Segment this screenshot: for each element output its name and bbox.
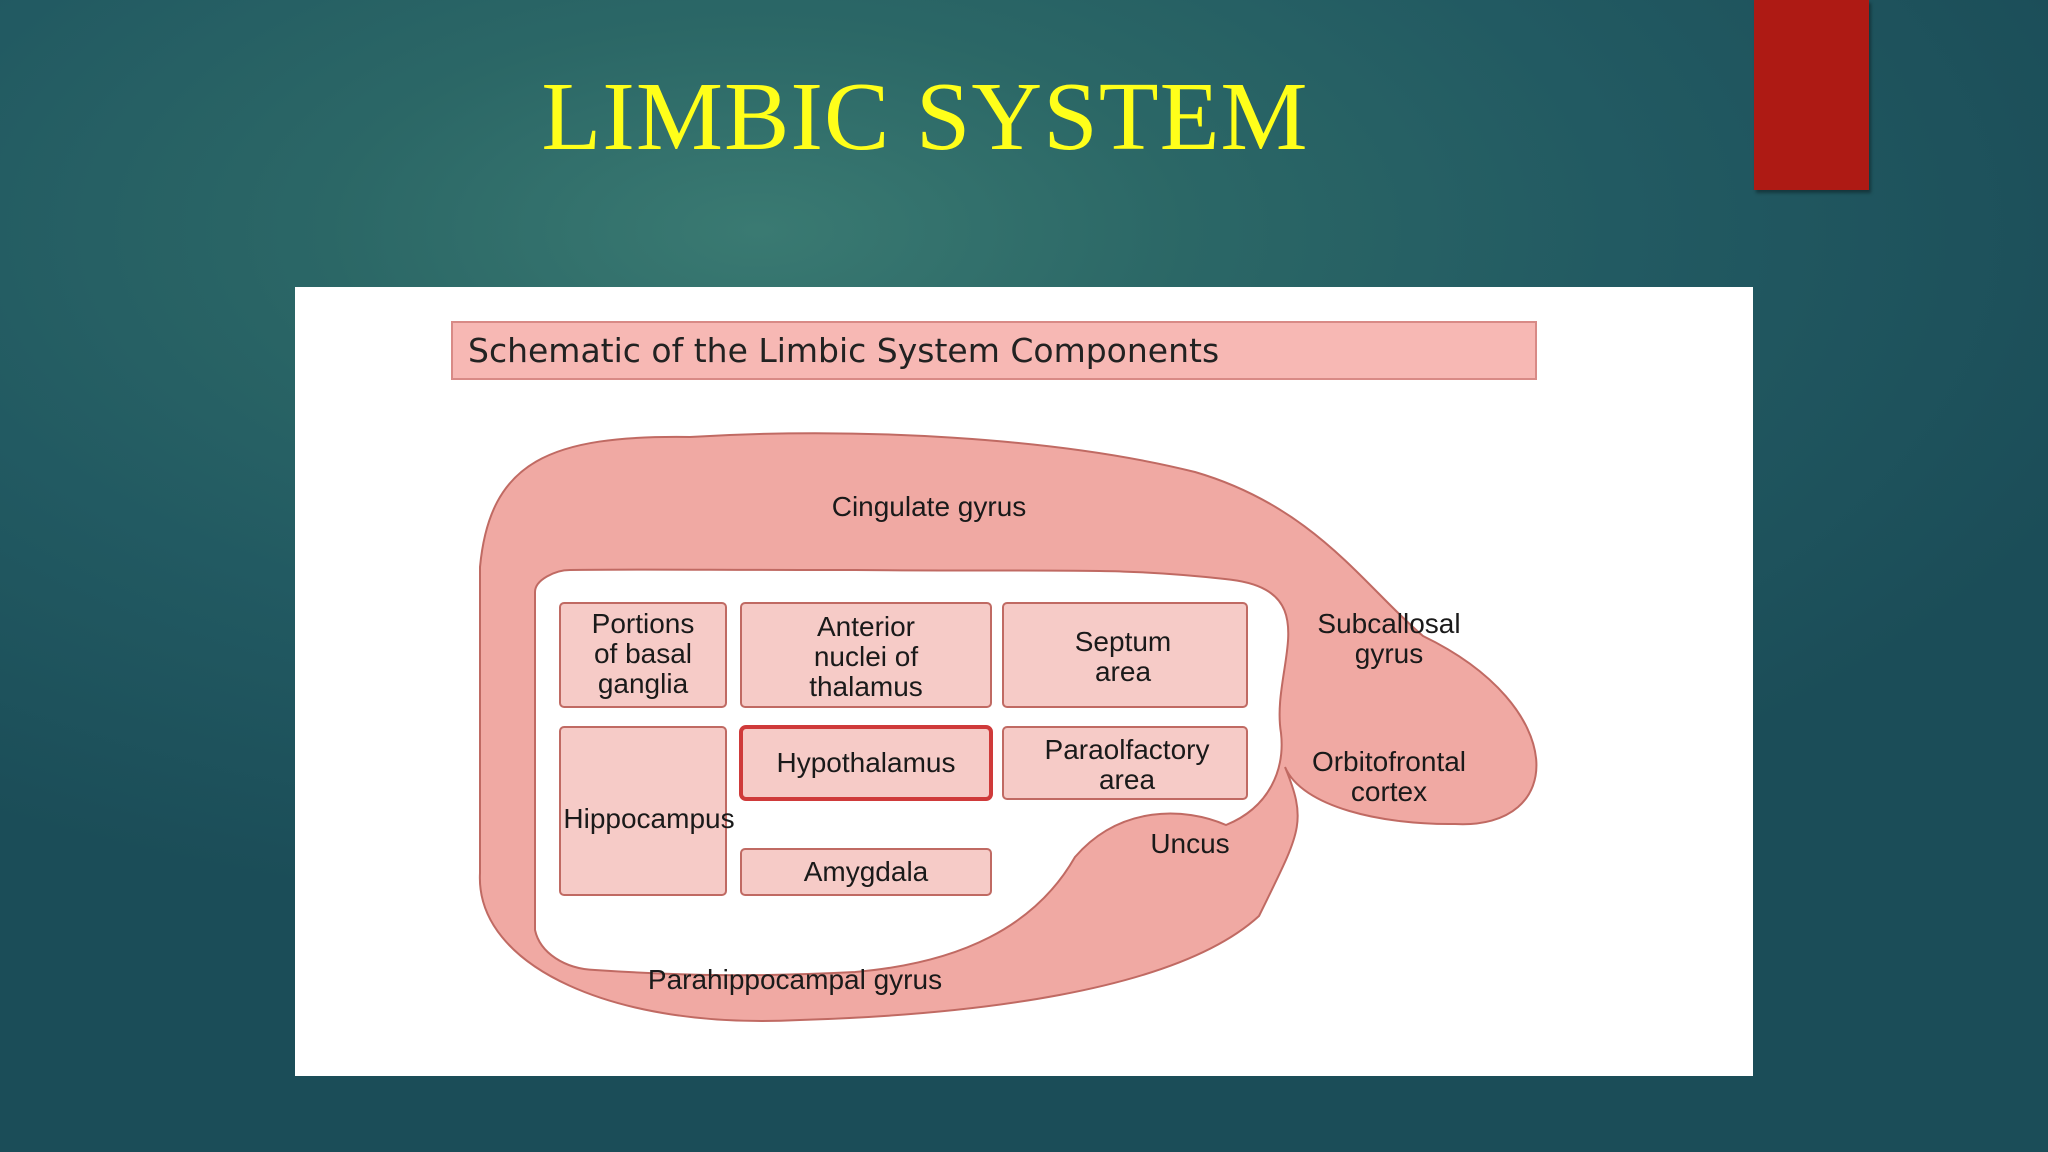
limbic-schematic: Schematic of the Limbic System Component… — [451, 321, 1538, 1022]
septum-area-label-line2: area — [1095, 656, 1151, 687]
basal-ganglia-label-line1: Portions — [592, 608, 695, 639]
anterior-thalamus-label-line3: thalamus — [809, 671, 923, 702]
box-paraolfactory — [1002, 726, 1248, 800]
accent-bar — [1754, 0, 1869, 190]
paraolfactory-area-label-line2: area — [1099, 764, 1155, 795]
box-amygdala — [740, 848, 992, 896]
uncus-label: Uncus — [1150, 828, 1229, 859]
basal-ganglia-label-line3: ganglia — [598, 668, 689, 699]
box-septum — [1002, 602, 1248, 708]
diagram-panel: Schematic of the Limbic System Component… — [295, 287, 1753, 1076]
subcallosal-gyrus-label-line2: gyrus — [1355, 638, 1423, 669]
orbitofrontal-cortex-label-line1: Orbitofrontal — [1312, 746, 1466, 777]
box-hypothalamus — [739, 725, 993, 801]
septum-area-label-line1: Septum — [1075, 626, 1172, 657]
schematic-header: Schematic of the Limbic System Component… — [468, 331, 1219, 370]
parahippocampal-gyrus-label: Parahippocampal gyrus — [648, 964, 942, 995]
hippocampus-label: Hippocampus — [563, 803, 734, 834]
anterior-thalamus-label-line1: Anterior — [817, 611, 915, 642]
cingulate-gyrus-label: Cingulate gyrus — [832, 491, 1027, 522]
hypothalamus-label: Hypothalamus — [777, 747, 956, 778]
schematic-header-box — [451, 321, 1537, 380]
basal-ganglia-label-line2: of basal — [594, 638, 692, 669]
box-hippocampus — [559, 726, 727, 896]
orbitofrontal-cortex-label-line2: cortex — [1351, 776, 1427, 807]
subcallosal-gyrus-label-line1: Subcallosal — [1317, 608, 1460, 639]
paraolfactory-area-label-line1: Paraolfactory — [1045, 734, 1210, 765]
box-anterior-thalamus — [740, 602, 992, 708]
box-basal-ganglia — [559, 602, 727, 708]
limbic-ring — [478, 432, 1538, 1022]
amygdala-label: Amygdala — [804, 856, 929, 887]
slide-title: LIMBIC SYSTEM — [541, 63, 1309, 171]
anterior-thalamus-label-line2: nuclei of — [814, 641, 919, 672]
